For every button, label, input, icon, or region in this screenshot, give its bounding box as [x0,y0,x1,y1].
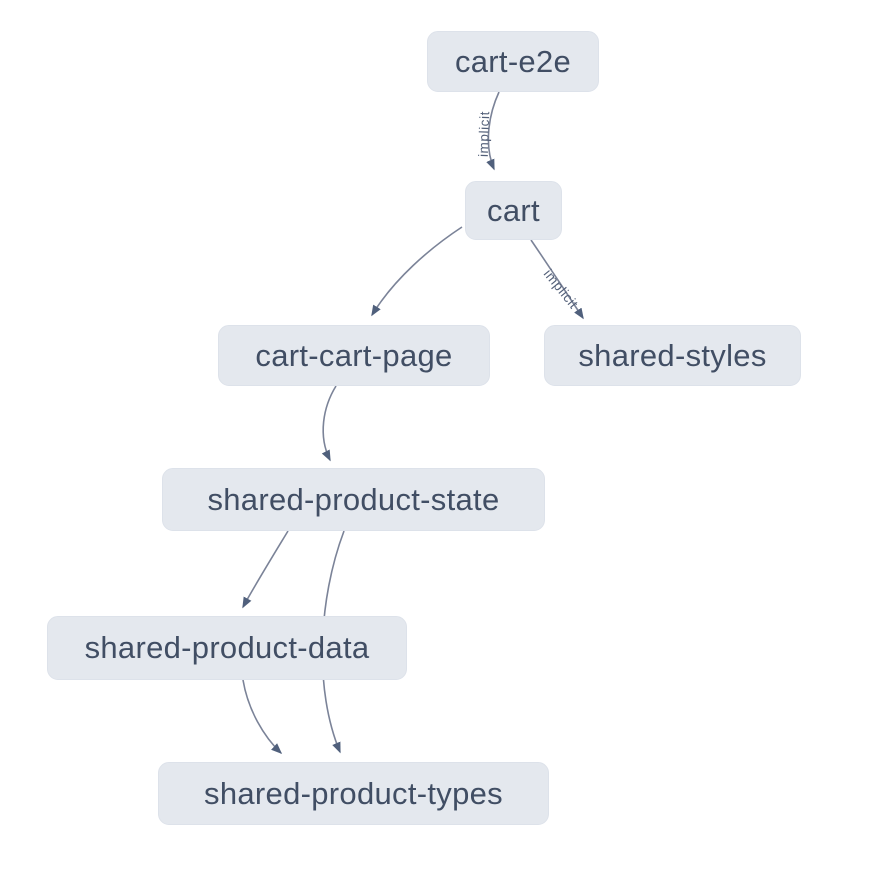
graph-node-shared-product-data[interactable]: shared-product-data [47,616,407,680]
graph-node-shared-styles[interactable]: shared-styles [544,325,801,386]
graph-node-shared-product-types[interactable]: shared-product-types [158,762,549,825]
graph-node-cart[interactable]: cart [465,181,562,240]
edge-cart-cart-page-to-shared-product-state [321,385,337,462]
graph-node-cart-cart-page[interactable]: cart-cart-page [218,325,490,386]
graph-node-shared-product-state[interactable]: shared-product-state [162,468,545,531]
graph-node-cart-e2e[interactable]: cart-e2e [427,31,599,92]
edge-shared-product-state-to-shared-product-data [242,530,289,609]
edge-shared-product-data-to-shared-product-types [242,679,283,755]
edge-cart-to-shared-styles [530,239,584,320]
edge-cart-e2e-to-cart [486,91,500,171]
edge-cart-to-cart-cart-page [371,226,463,317]
